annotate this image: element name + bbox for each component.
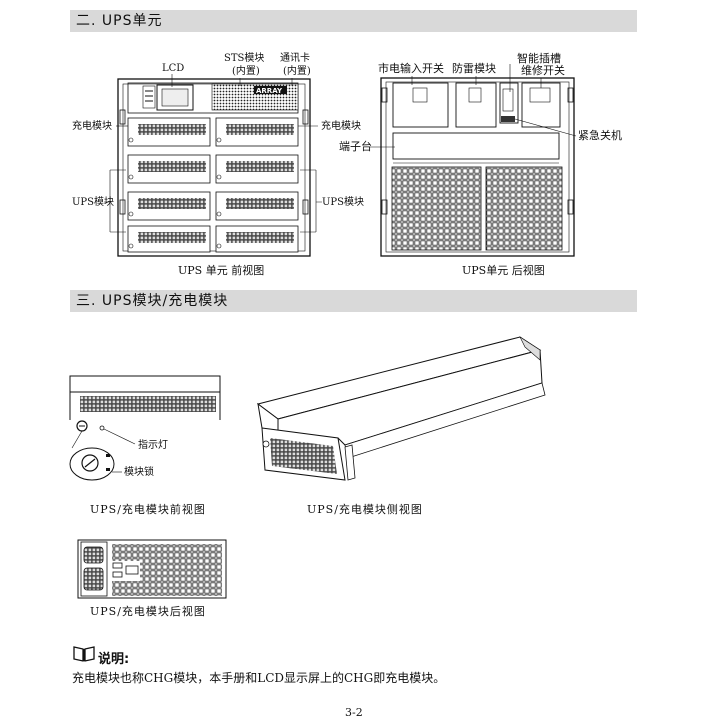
terminal-label: 端子台 <box>339 140 372 153</box>
indicator-label: 指示灯 <box>138 440 168 451</box>
comm-label: 通讯卡 <box>280 53 310 64</box>
ups-right-label: UPS模块 <box>322 197 365 208</box>
note-title: 说明: <box>98 652 130 667</box>
maintenance-switch-label: 维修开关 <box>521 64 565 77</box>
charger-right-label: 充电模块 <box>321 121 361 132</box>
lcd-label: LCD <box>162 63 185 74</box>
section-header-module: 三. UPS模块/充电模块 <box>70 290 637 312</box>
ups-left-label: UPS模块 <box>72 197 115 208</box>
sts-label: STS模块 <box>224 53 265 64</box>
section-title: 二. UPS单元 <box>76 13 163 29</box>
epo-label: 紧急关机 <box>578 129 622 142</box>
page-number: 3-2 <box>345 706 363 719</box>
comm-sub-label: (内置) <box>283 66 311 77</box>
rear-caption: UPS单元 后视图 <box>462 264 545 277</box>
book-icon <box>73 646 95 662</box>
mains-switch-label: 市电输入开关 <box>378 62 444 75</box>
lock-label: 模块锁 <box>124 467 154 478</box>
brand-logo: ARRAY <box>256 87 283 95</box>
front-caption: UPS 单元 前视图 <box>178 264 265 277</box>
module-rear-caption: UPS/充电模块后视图 <box>90 605 206 618</box>
sts-sub-label: (内置) <box>232 66 260 77</box>
surge-label: 防雷模块 <box>452 62 496 75</box>
section-header-ups-unit: 二. UPS单元 <box>70 10 637 32</box>
section-title: 三. UPS模块/充电模块 <box>76 293 229 309</box>
note-text: 充电模块也称CHG模块，本手册和LCD显示屏上的CHG即充电模块。 <box>72 671 446 685</box>
module-side-caption: UPS/充电模块侧视图 <box>307 503 423 516</box>
module-front-caption: UPS/充电模块前视图 <box>90 503 206 516</box>
smart-slot-label: 智能插槽 <box>517 52 561 65</box>
charger-left-label: 充电模块 <box>72 121 112 132</box>
